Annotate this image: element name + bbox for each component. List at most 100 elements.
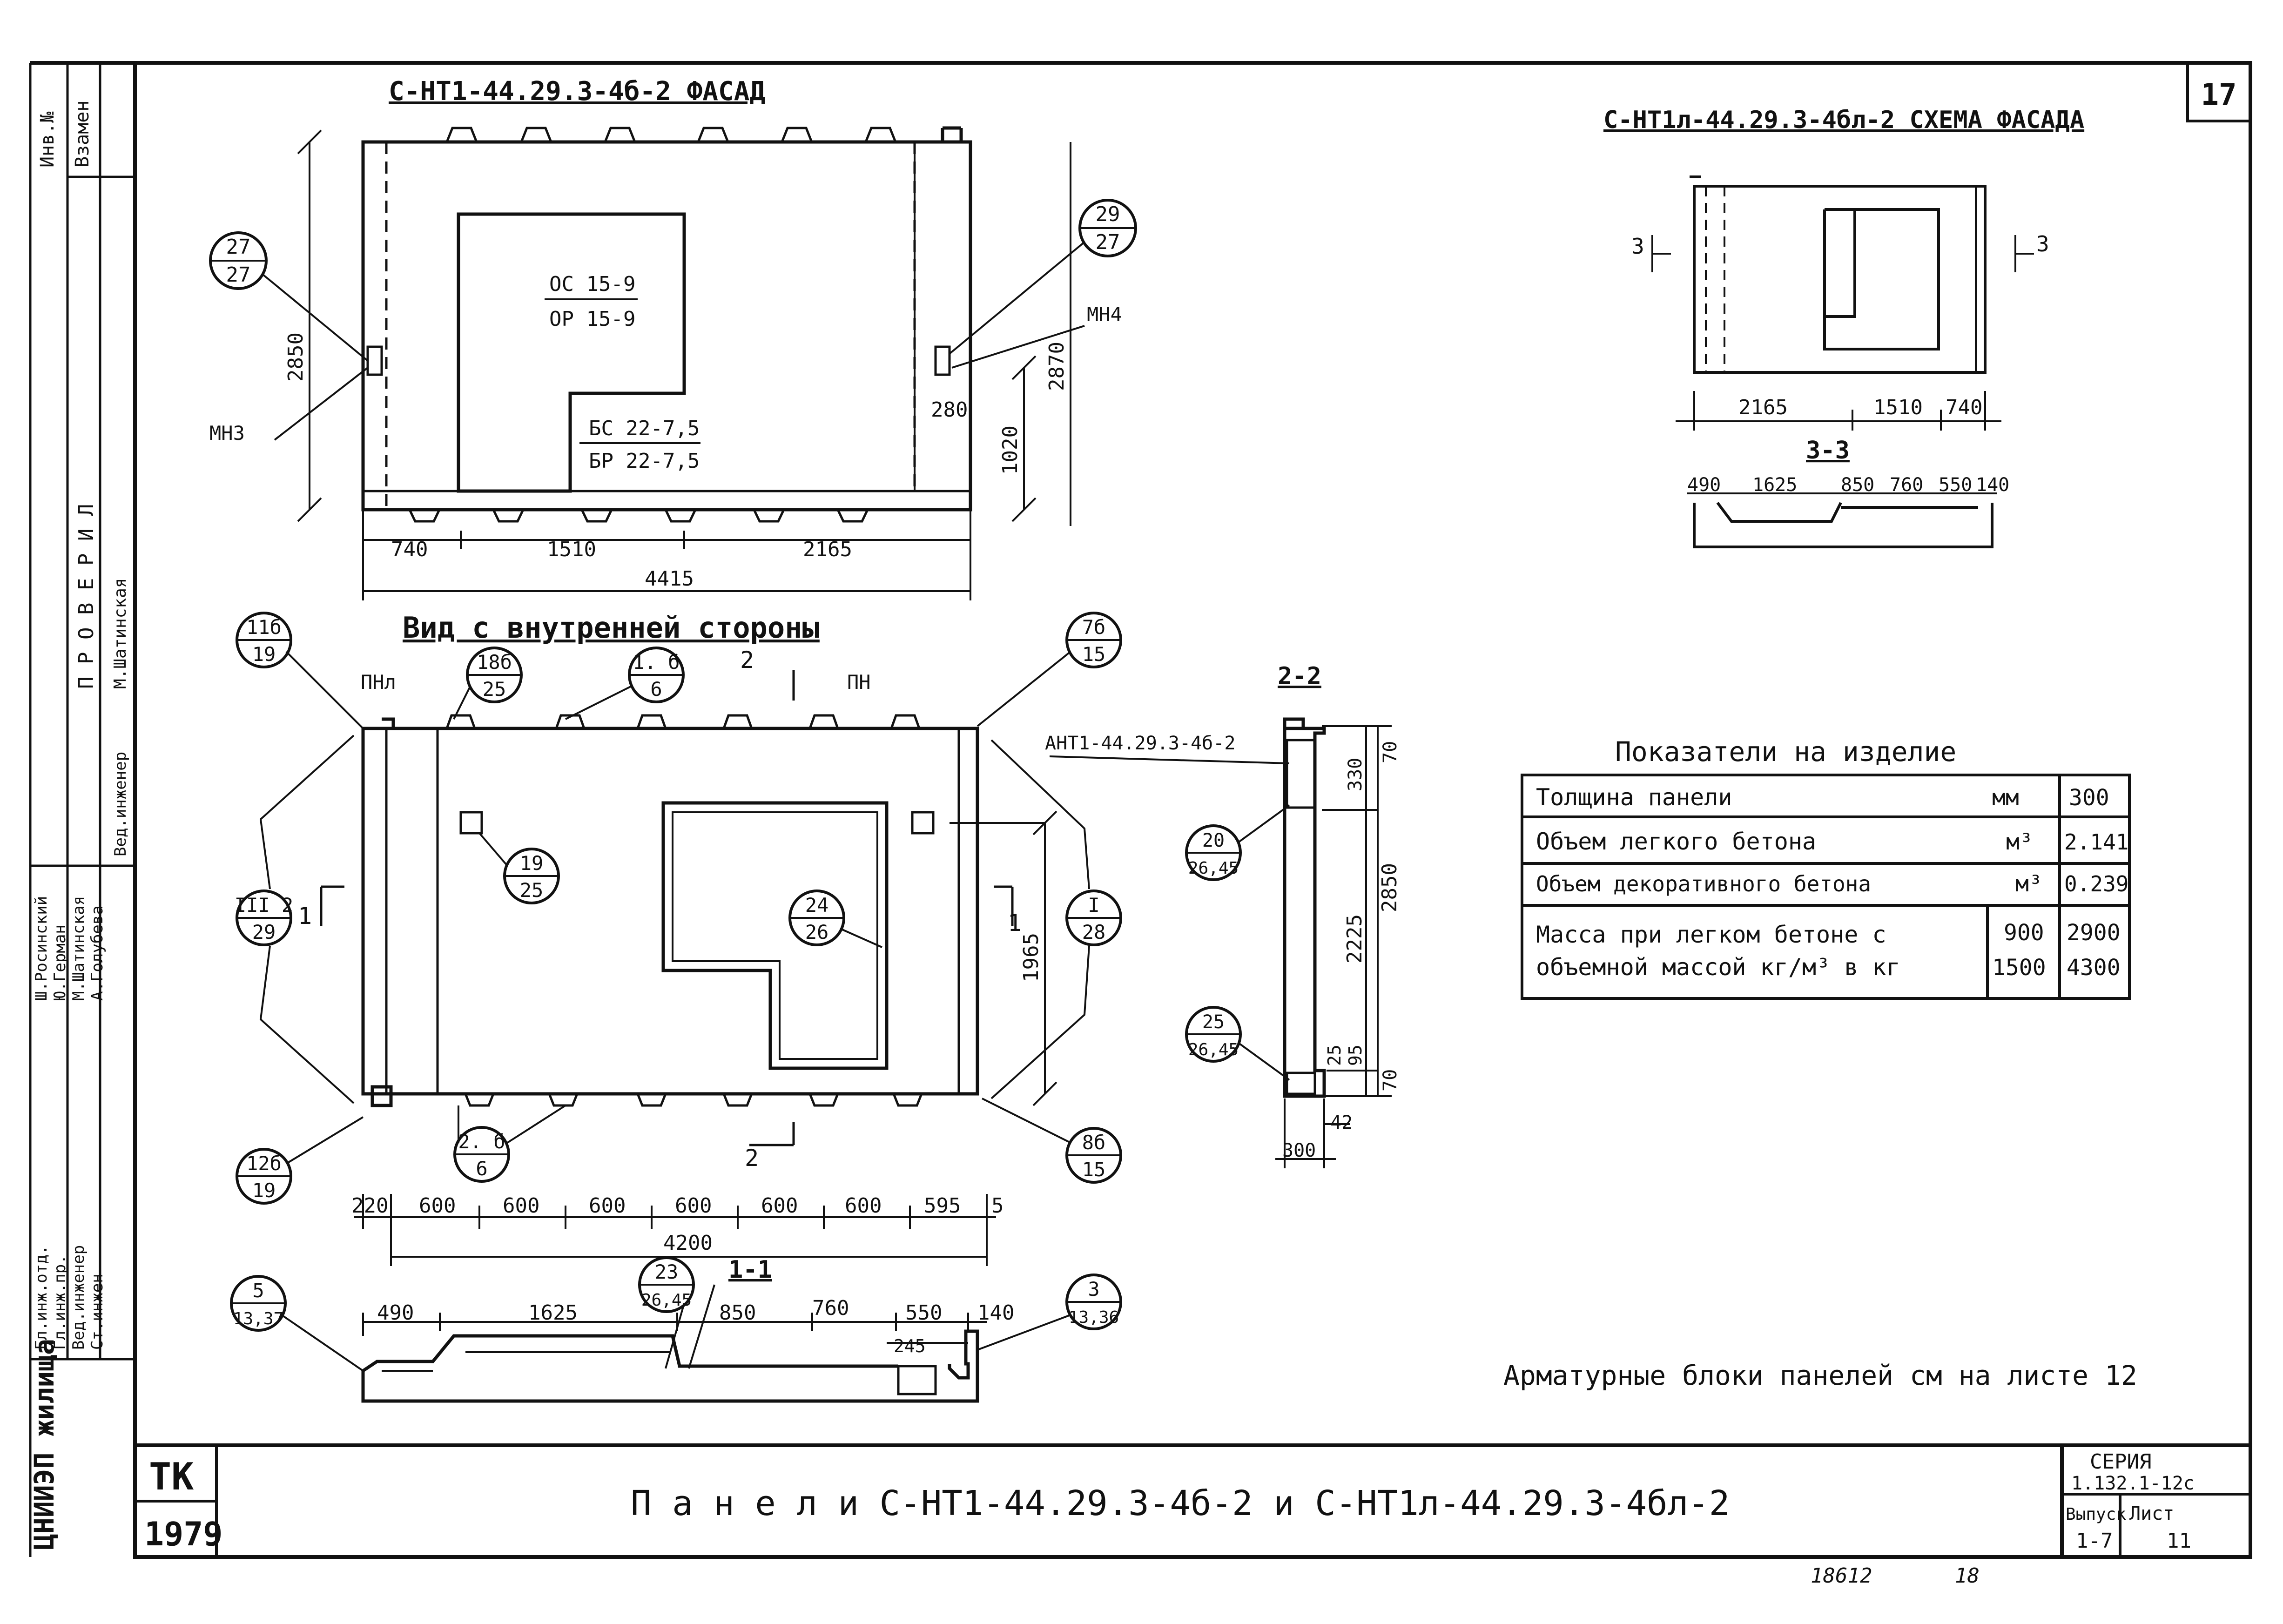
svg-text:26,45: 26,45 [641,1291,692,1310]
ind-mass-value-2900: 2900 [2067,920,2121,946]
facade-dim-1020: 1020 [998,425,1022,475]
scheme-dim-740: 740 [1946,396,1982,419]
indicators-table: Показатели на изделие Толщина панели мм … [1521,736,2131,1000]
ind-mass-line-2: объемной массой кг/м³ в кг [1536,954,1900,981]
title-block-series: 1.132.1-12с [2071,1473,2195,1494]
ind-row-1-value: 300 [2069,785,2109,811]
inner-view-title: Вид с внутренней стороны [403,611,820,645]
scheme-mark-right: 3 [2036,231,2049,256]
ind-mass-line-1: Масса при легком бетоне с [1536,921,1886,948]
label-mn4: МН4 [1087,303,1122,326]
svg-text:6: 6 [650,678,662,701]
facade-balcony-label-2: БР 22-7,5 [589,449,700,473]
title-block-series-label: СЕРИЯ [2090,1450,2151,1474]
inner-window-opening [661,801,889,1070]
svg-text:18б: 18б [477,651,512,674]
svg-text:5: 5 [252,1279,264,1302]
stamp-name-3: М.Шатинская [69,896,88,1001]
callout-18b-25: 18б 25 [453,647,523,720]
section-1-1: 1-1 490 1625 850 760 550 140 245 5 13,37 [230,1256,1122,1403]
stamp-name-4: А.Голубева [88,905,107,1001]
svg-text:29: 29 [252,921,276,943]
callout-right: 29 27 [949,199,1137,355]
ind-row-2-unit: м³ [2006,829,2033,855]
svg-text:8б: 8б [1082,1131,1106,1154]
inner-view: Вид с внутренней стороны [235,611,1122,1266]
stamp-name-2: Ю.Герман [51,924,69,1001]
label-pnl: ПНл [361,671,396,694]
sec11-dim-850: 850 [719,1301,756,1325]
ind-mass-value-4300: 4300 [2067,955,2121,981]
callout-25-2645: 25 26,45 [1185,1006,1290,1081]
svg-text:19: 19 [252,643,276,666]
section-2-2: 2-2 АНТ1-44.29.3-4б-2 70 330 2225 2850 2… [1045,662,1401,1168]
sec11-dim-140: 140 [977,1301,1014,1325]
stamp-name-1: Ш.Росинский [32,896,51,1001]
svg-text:28: 28 [1082,921,1106,943]
svg-text:1. б: 1. б [633,651,680,674]
facade-dim-280: 280 [931,398,968,422]
title-block-title: П а н е л и С-НТ1-44.29.3-4б-2 и С-НТ1л-… [631,1483,1730,1523]
sheet-frame [30,61,2252,1559]
ind-row-1-unit: мм [1992,785,2019,811]
svg-text:I: I [1088,894,1099,916]
svg-text:19: 19 [520,852,544,875]
scheme-sec-dim-140: 140 [1976,474,2009,496]
svg-text:23: 23 [655,1260,679,1283]
stamp-checked: П Р О В Е Р И Л [74,504,98,689]
svg-text:6: 6 [476,1157,487,1180]
title-block: ТК 1979 П а н е л и С-НТ1-44.29.3-4б-2 и… [135,1444,2250,1557]
inner-dim-600-3: 600 [589,1194,626,1218]
callout-11b-19: 11б 19 [236,612,364,729]
stamp-inv-label: Инв.№ [37,112,58,168]
inner-dim-595: 595 [924,1194,961,1218]
inner-panel-outline [361,727,979,1096]
callout-left: 27 27 [209,231,369,362]
footer-number-1: 18612 [1811,1564,1872,1588]
section-1-1-title: 1-1 [728,1256,772,1284]
ind-row-2-value: 2.141 [2064,829,2128,855]
callout-20-2645: 20 26,45 [1185,804,1290,881]
scheme-title: С-НТ1л-44.29.3-4бл-2 СХЕМА ФАСАДА [1603,106,2084,134]
svg-text:15: 15 [1082,643,1106,666]
ind-row-3-name: Объем декоративного бетона [1536,871,1871,896]
stamp-role-2: Гл.инж.пр. [51,1254,69,1350]
scheme-view: С-НТ1л-44.29.3-4бл-2 СХЕМА ФАСАДА 3 3 21… [1603,106,2084,548]
svg-text:12б: 12б [246,1152,282,1175]
sec22-dim-70-bottom: 70 [1380,1069,1401,1092]
inner-dim-600-5: 600 [761,1194,798,1218]
indicators-title: Показатели на изделие [1615,736,1956,768]
label-mn3: МН3 [209,422,245,445]
callout-I-28: I 28 [990,739,1122,1099]
title-block-sheet: 11 [2167,1529,2191,1553]
facade-dim-1510: 1510 [547,538,596,561]
stamp-grid [29,63,135,1557]
facade-dim-height-right: 2870 [1045,342,1069,391]
sec22-dim-70-top: 70 [1380,741,1401,763]
stamp-role-1: Гл.инж.отд. [32,1245,51,1350]
scheme-dim-1510: 1510 [1873,396,1923,419]
scheme-sec-dim-550: 550 [1939,474,1972,496]
title-block-issue: 1-7 [2076,1529,2113,1553]
svg-text:27: 27 [226,235,251,259]
inner-dim-600-1: 600 [419,1194,456,1218]
ind-mass-density-1500: 1500 [1992,955,2046,981]
footer-number-2: 18 [1955,1564,1980,1588]
inner-section-mark-top: 2 [740,647,754,674]
inner-dim-5: 5 [991,1194,1004,1218]
inner-dim-1965: 1965 [1019,933,1043,982]
svg-text:13,37: 13,37 [233,1309,283,1328]
reinforcement-note: Арматурные блоки панелей см на листе 12 [1503,1360,2137,1391]
facade-dim-total: 4415 [645,567,694,591]
callout-12b-19: 12б 19 [236,1116,364,1205]
sec22-dim-2850: 2850 [1378,863,1401,912]
scheme-sec-dim-1625: 1625 [1752,474,1797,496]
callout-1b-6: 1. б 6 [565,647,685,720]
inner-section-mark-bottom: 2 [745,1145,759,1172]
sec22-dim-300: 300 [1282,1140,1316,1161]
stamp-texts: Инв.№ Взамен П Р О В Е Р И Л М.Шатинская… [28,101,130,1550]
svg-text:III 2: III 2 [235,894,293,916]
stamp-vertical-org: ЦНИИЭП жилища [28,1339,60,1550]
ind-row-2-name: Объем легкого бетона [1536,828,1816,855]
